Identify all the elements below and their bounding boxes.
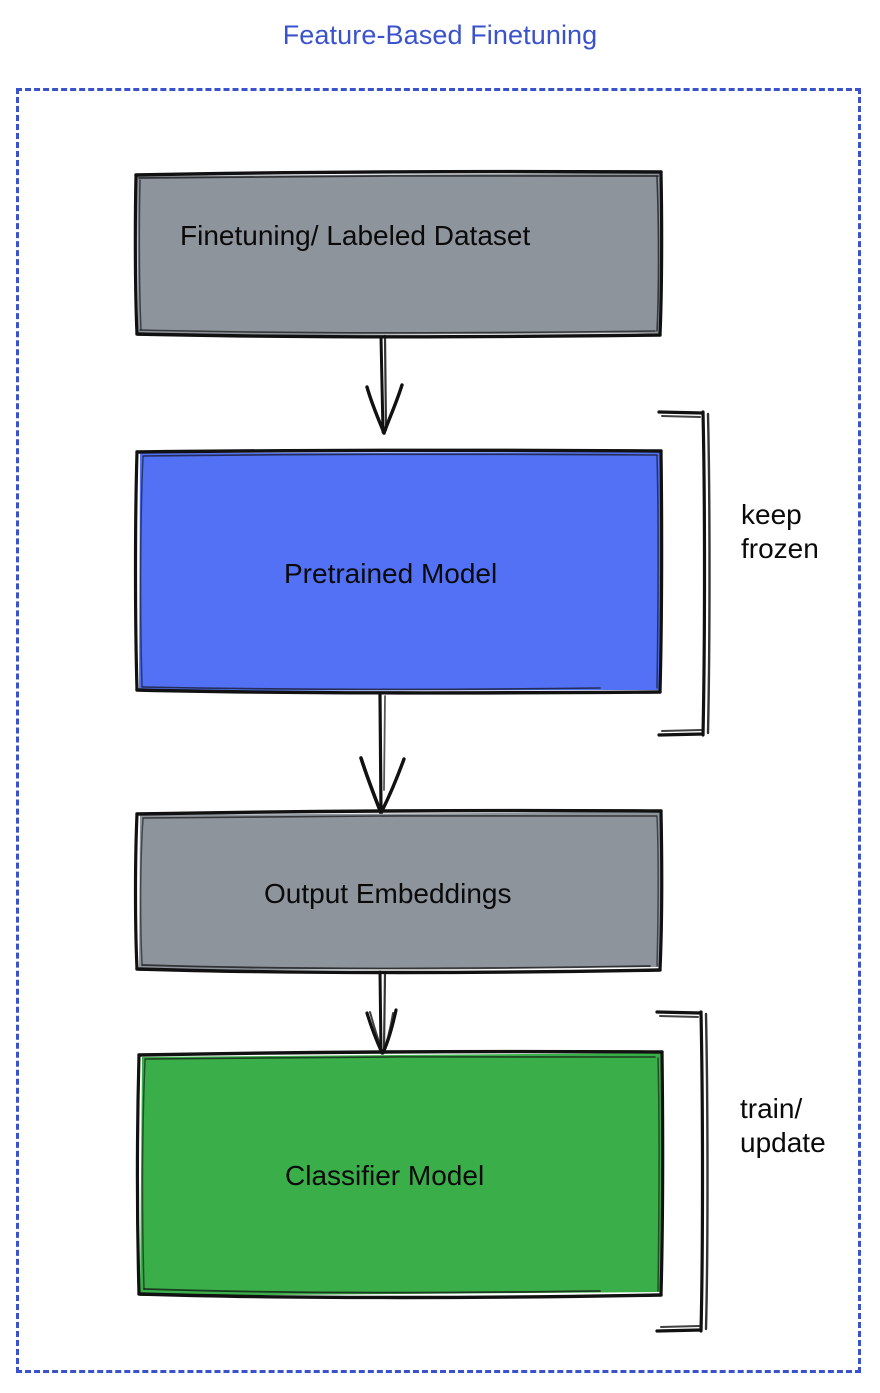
node-output-embeddings[interactable] <box>136 810 662 972</box>
node-label-output-embeddings: Output Embeddings <box>264 878 512 909</box>
node-label-classifier-model: Classifier Model <box>285 1160 485 1191</box>
diagram-outer-frame <box>16 88 861 1373</box>
annotation-train-update: train/ update <box>740 1093 826 1159</box>
page-title: Feature-Based Finetuning <box>282 20 598 50</box>
node-classifier-model[interactable] <box>138 1052 664 1298</box>
node-label-finetuning-dataset: Finetuning/ Labeled Dataset <box>180 220 531 251</box>
annotation-keep-frozen: keep frozen <box>741 499 819 565</box>
node-pretrained-model[interactable] <box>136 451 662 693</box>
node-label-pretrained-model: Pretrained Model <box>284 558 498 589</box>
node-finetuning-dataset[interactable] <box>136 172 662 336</box>
